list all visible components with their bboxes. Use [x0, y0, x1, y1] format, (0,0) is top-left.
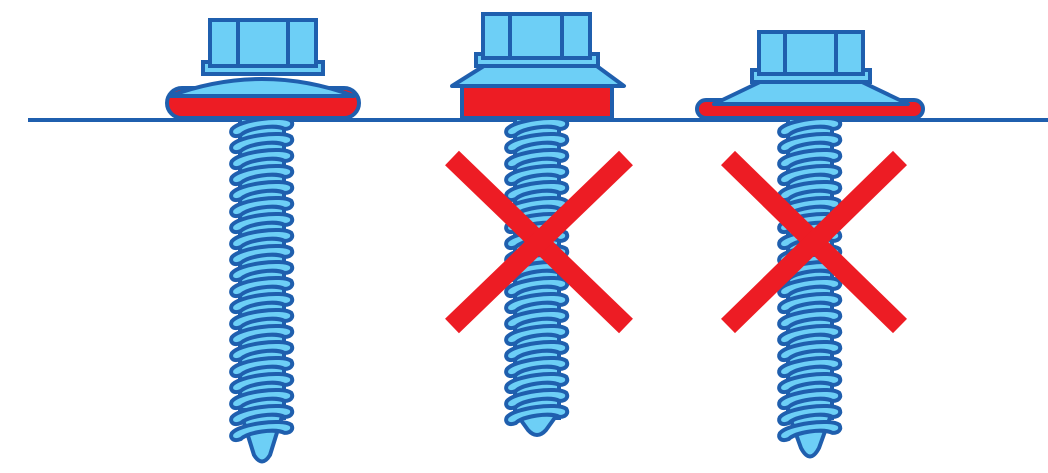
screw-correct — [165, 18, 361, 464]
screw-over-tightened — [695, 30, 925, 459]
hex-head — [481, 12, 592, 60]
cross-icon — [445, 150, 633, 334]
screw-under-tightened — [450, 12, 626, 437]
hex-head — [208, 18, 318, 68]
hex-head — [757, 30, 865, 76]
washer-dome — [712, 80, 910, 106]
washer-dome — [168, 77, 356, 98]
cross-icon — [721, 150, 907, 334]
washer-seal — [460, 84, 614, 120]
